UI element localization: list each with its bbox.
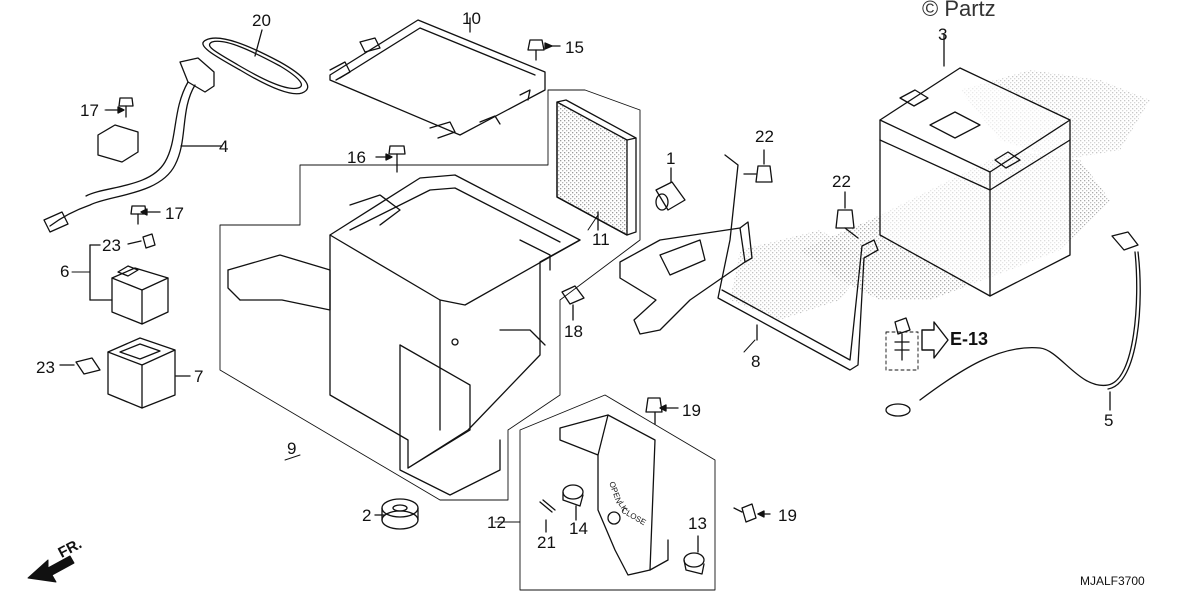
callout-6: 6 (60, 262, 70, 281)
callout-11: 11 (592, 230, 610, 249)
callout-12: 12 (487, 513, 506, 532)
part-11-pad (556, 99, 637, 236)
part-3-battery (879, 34, 1071, 297)
group-outlines (219, 89, 919, 591)
callout-22b: 22 (832, 172, 851, 191)
part-2-damper (374, 498, 419, 530)
callout-7: 7 (194, 367, 204, 386)
callout-2: 2 (362, 506, 372, 525)
part-1-grommet (655, 167, 686, 211)
copyright-text: © Partz (922, 0, 996, 21)
callout-19a: 19 (682, 401, 701, 420)
part-12-cover (559, 414, 669, 576)
small-hardware (539, 397, 771, 575)
part-18-clip (561, 285, 585, 321)
callout-18: 18 (564, 322, 583, 341)
part-17-bolts (105, 97, 161, 225)
diagram-code: MJALF3700 (1080, 574, 1145, 588)
callout-10: 10 (462, 9, 481, 28)
callout-23b: 23 (36, 358, 55, 377)
callout-17a: 17 (80, 101, 99, 120)
callout-4: 4 (219, 137, 229, 156)
callout-1: 1 (666, 149, 676, 168)
part-5-cable (885, 231, 1141, 417)
part-15-bolt (527, 39, 561, 61)
part-6-relay (89, 244, 169, 325)
callout-5: 5 (1104, 411, 1114, 430)
part-23-connectors (59, 233, 156, 375)
reference-e13-label[interactable]: E-13 (950, 329, 989, 349)
part-9-battery-box (227, 174, 581, 496)
callout-13: 13 (688, 514, 707, 533)
callout-3: 3 (938, 25, 948, 44)
part-22-bolts (743, 149, 859, 239)
callout-21: 21 (537, 533, 556, 552)
callout-9: 9 (287, 439, 297, 458)
part-20-seal (202, 29, 309, 95)
callout-23a: 23 (102, 236, 121, 255)
part-16-bolt (375, 145, 406, 173)
callout-19b: 19 (778, 506, 797, 525)
part-4-harness (43, 57, 223, 233)
leader-lines (71, 109, 756, 523)
reference-e13-bolt (894, 317, 949, 361)
front-arrow-icon (27, 555, 75, 583)
callout-15: 15 (565, 38, 584, 57)
part-10-lid (329, 17, 546, 139)
callout-8: 8 (751, 352, 761, 371)
callout-17b: 17 (165, 204, 184, 223)
callout-20: 20 (252, 11, 271, 30)
callout-16: 16 (347, 148, 366, 167)
callout-22a: 22 (755, 127, 774, 146)
part-7-relay-cover (107, 337, 191, 409)
part-8-bracket (619, 154, 879, 371)
callout-14: 14 (569, 519, 588, 538)
